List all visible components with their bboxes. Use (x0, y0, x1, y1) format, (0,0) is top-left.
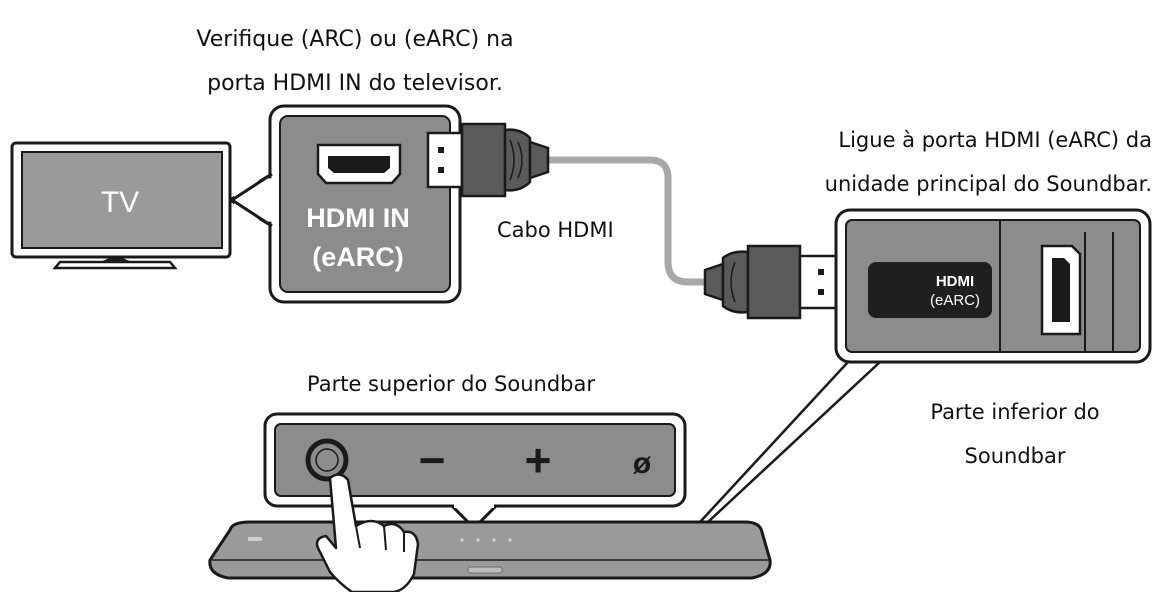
soundbar-port-instruction-line2: unidade principal do Soundbar. (824, 172, 1152, 196)
tv-cable-plug-icon (426, 122, 550, 198)
soundbar-illustration (208, 520, 772, 580)
soundbar-bottom-label-line2: Soundbar (964, 444, 1066, 468)
bluetooth-pair-icon[interactable]: ø (633, 447, 652, 480)
soundbar-port-instruction: Ligue à porta HDMI (eARC) da unidade pri… (792, 118, 1152, 206)
tv-label: TV (101, 186, 139, 219)
soundbar-cable-plug-icon (703, 244, 838, 320)
tv-port-instruction-line2: porta HDMI IN do televisor. (207, 71, 503, 96)
tv-port-instruction: Verifique (ARC) ou (eARC) na porta HDMI … (175, 18, 535, 106)
plus-icon[interactable]: + (525, 434, 552, 486)
soundbar-port-label-line2: (eARC) (930, 292, 980, 309)
soundbar-port-instruction-line1: Ligue à porta HDMI (eARC) da (838, 128, 1152, 152)
hdmi-cable-line (548, 156, 705, 286)
soundbar-bottom-label-line1: Parte inferior do (930, 400, 1100, 424)
soundbar-top-label: Parte superior do Soundbar (307, 372, 595, 396)
tv-port-instruction-line1: Verifique (ARC) ou (eARC) na (196, 27, 514, 52)
tv-port-callout: HDMI IN (eARC) (228, 104, 462, 304)
power-icon[interactable] (305, 438, 349, 482)
soundbar-bottom-label: Parte inferior do Soundbar (905, 390, 1125, 478)
hand-pressing-icon (315, 473, 420, 592)
cable-label: Cabo HDMI (497, 218, 614, 242)
soundbar-port-callout: HDMI (eARC) (699, 208, 1152, 523)
soundbar-top-callout: − + ø (263, 412, 687, 530)
tv-port-label-line1: HDMI IN (306, 203, 410, 233)
soundbar-port-label-plate (868, 262, 992, 318)
tv-illustration: TV (10, 141, 232, 270)
minus-icon[interactable]: − (419, 434, 446, 486)
soundbar-port-label-line1: HDMI (936, 273, 974, 290)
tv-port-label-line2: (eARC) (312, 242, 404, 272)
